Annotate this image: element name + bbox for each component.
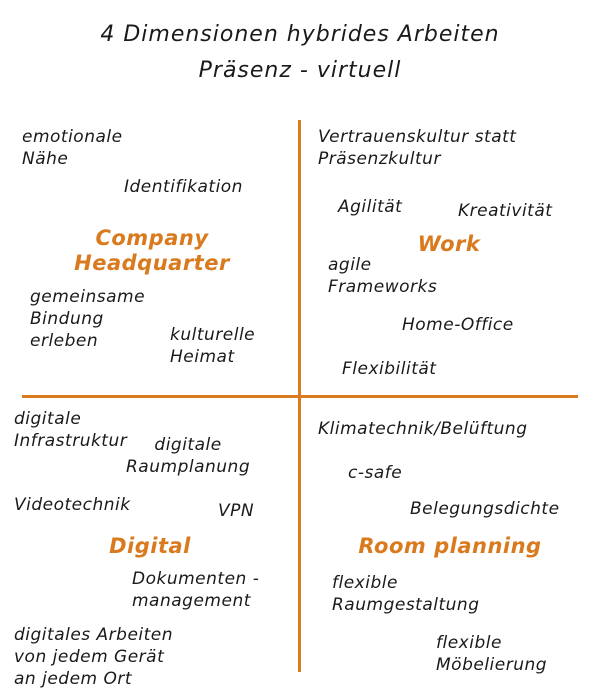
title-line-2: Präsenz - virtuell <box>198 58 402 83</box>
work-heading: Work <box>417 232 481 256</box>
work-item-agility: Agilität <box>338 197 403 217</box>
digital-item-infrastructure: digitale Infrastruktur <box>14 409 128 451</box>
work-item-creativity: Kreativität <box>458 201 553 221</box>
hq-item-identification: Identifikation <box>124 177 243 197</box>
work-item-agile-frameworks: agile Frameworks <box>328 255 438 297</box>
horizontal-divider <box>22 395 578 398</box>
work-item-trust-culture: Vertrauenskultur statt Präsenzkultur <box>318 127 517 169</box>
digital-heading: Digital <box>109 534 191 558</box>
room-heading: Room planning <box>358 534 542 558</box>
digital-item-room-planning: digitale Raumplanung <box>126 435 251 477</box>
hq-item-shared-bond: gemeinsame Bindung erleben <box>30 287 146 351</box>
hq-item-cultural-home: kulturelle Heimat <box>170 325 256 367</box>
room-item-flexible-furnishing: flexible Möbelierung <box>436 633 548 675</box>
work-item-flexibility: Flexibilität <box>342 359 437 379</box>
room-item-occupancy-density: Belegungsdichte <box>410 499 560 519</box>
digital-item-work-anywhere: digitales Arbeiten von jedem Gerät an je… <box>14 625 174 689</box>
room-item-c-safe: c-safe <box>348 463 403 483</box>
work-item-home-office: Home-Office <box>402 315 514 335</box>
digital-item-vpn: VPN <box>218 501 255 521</box>
hq-heading: Company Headquarter <box>74 226 230 275</box>
digital-item-document-management: Dokumenten - management <box>132 569 260 611</box>
hq-item-emotional-closeness: emotionale Nähe <box>22 127 123 169</box>
title-line-1: 4 Dimensionen hybrides Arbeiten <box>100 22 500 47</box>
room-item-flexible-room-design: flexible Raumgestaltung <box>332 573 480 615</box>
digital-item-video: Videotechnik <box>14 495 131 515</box>
room-item-climate: Klimatechnik/Belüftung <box>318 419 528 439</box>
